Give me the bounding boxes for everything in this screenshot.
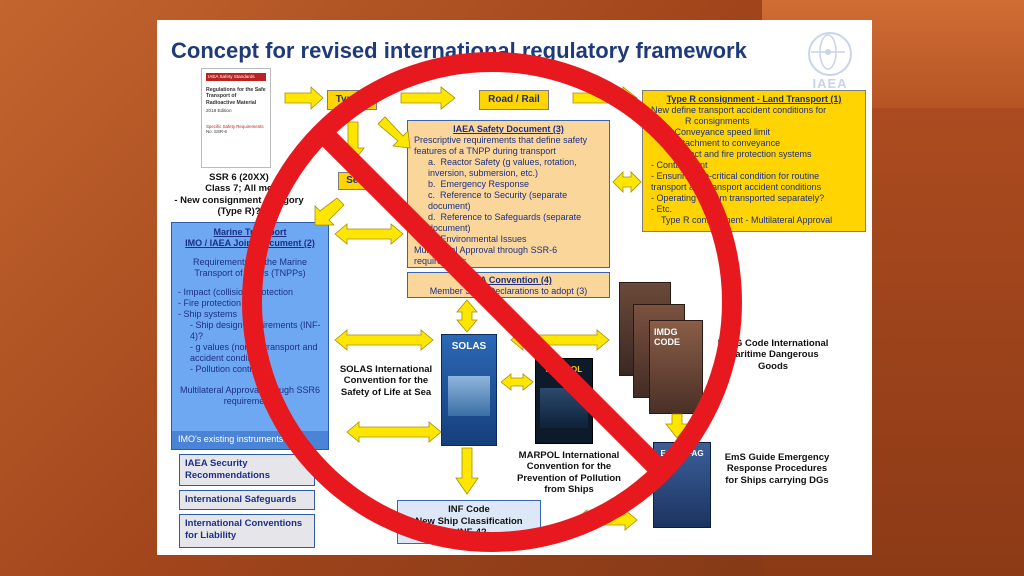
- marine-item-5: - g values (normal transport and acciden…: [190, 341, 318, 363]
- inf-code-line3: - INF-4?: [451, 527, 487, 539]
- marpol-book-cover: MARPOL: [535, 358, 593, 444]
- safety-doc-title: IAEA Safety Document (3): [453, 124, 564, 134]
- iaea-logo: IAEA: [805, 32, 855, 102]
- solas-book-cover: SOLAS: [441, 334, 497, 446]
- land-line-7: - Ensuring sub-critical condition for ro…: [651, 170, 822, 192]
- iaea-logo-text: IAEA: [812, 76, 848, 91]
- marine-title-1: Marine Transport: [213, 227, 287, 237]
- ssr6-cover-edition: 2018 Edition: [206, 108, 232, 114]
- ssr6-caption-line3: - New consignment category: [174, 194, 304, 206]
- marine-approval: Multilateral Approval through SSR6 requi…: [179, 384, 321, 406]
- marine-item-2: - Fire protection: [178, 297, 242, 308]
- inf-code-box: INF Code New Ship Classification - INF-4…: [397, 500, 541, 544]
- convention-sub: Member State Declarations to adopt (3): [429, 285, 588, 296]
- arrow-typer-to-roadrail: [400, 86, 456, 110]
- arrow-imdg-ems: [665, 413, 689, 439]
- ssr6-cover-header: IAEA Safety Standards: [206, 73, 266, 81]
- ssr6-cover-series: Specific Safety Requirements: [206, 123, 264, 129]
- convention-title: IAEA Convention (4): [465, 275, 552, 285]
- safety-doc-item-e: e. Environmental Issues: [428, 233, 527, 244]
- arrow-convention-solas: [456, 299, 478, 333]
- land-line-1: New define transport accident conditions…: [651, 104, 827, 115]
- land-line-10: Type R consignment - Multilateral Approv…: [661, 214, 833, 225]
- safety-document-box: IAEA Safety Document (3) Prescriptive re…: [407, 120, 610, 268]
- road-rail-label: Road / Rail: [479, 90, 549, 110]
- arrow-marine-safetydoc: [334, 223, 404, 245]
- ems-caption: EmS Guide Emergency Response Procedures …: [724, 452, 830, 486]
- ssr6-cover-image: IAEA Safety Standards Regulations for th…: [201, 68, 271, 168]
- ssr6-caption-line1: SSR 6 (20XX): [209, 172, 269, 183]
- solas-cover-title: SOLAS: [451, 341, 487, 352]
- ssr6-caption-line2: Class 7; All mo: [205, 183, 273, 195]
- land-line-9: - Etc.: [651, 203, 673, 214]
- inf-code-line1: INF Code: [448, 504, 490, 515]
- marpol-caption: MARPOL International Convention for the …: [517, 450, 621, 496]
- marine-requirements: Requirements for the Marine Transport of…: [192, 256, 308, 278]
- land-line-2: R consignments: [685, 115, 750, 126]
- land-line-4: - Attachment to conveyance: [669, 137, 781, 148]
- liability-conventions-box: International Conventions for Liability: [179, 514, 315, 548]
- security-recommendations-box: IAEA Security Recommendations: [179, 454, 315, 486]
- slide: Concept for revised international regula…: [157, 20, 872, 555]
- arrow-ssr-to-typer: [284, 86, 324, 110]
- ems-cover-title: EmS MFAG: [660, 449, 704, 458]
- imdg-cover-title: IMDG CODE: [654, 327, 681, 347]
- iaea-globe-icon: [808, 32, 852, 76]
- land-line-8: - Operating system transported separatel…: [651, 192, 825, 203]
- marine-item-3: - Ship systems: [178, 308, 238, 319]
- type-r-label: Type R: [327, 90, 377, 110]
- ssr6-cover-number: No. SSR-6: [206, 129, 227, 135]
- marine-title-2: IMO / IAEA Joint Document (2): [185, 237, 315, 248]
- safety-doc-item-a: a. Reactor Safety (g values, rotation, i…: [428, 156, 577, 178]
- marpol-cover-title: MARPOL: [545, 364, 583, 374]
- inf-code-line2: New Ship Classification: [415, 515, 523, 527]
- marine-item-6: - Pollution control: [190, 363, 260, 374]
- ssr6-caption: SSR 6 (20XX) Class 7; All mo - New consi…: [159, 172, 319, 218]
- arrow-typer-to-safetydoc: [377, 116, 411, 149]
- marine-item-4: - Ship design requirements (INF-4)?: [190, 319, 321, 341]
- international-safeguards-box: International Safeguards: [179, 490, 315, 510]
- safety-doc-item-c: c. Reference to Security (separate docum…: [428, 189, 568, 211]
- land-line-3: - Conveyance speed limit: [669, 126, 771, 137]
- safety-doc-approval: Multilateral Approval through SSR-6 requ…: [414, 244, 558, 266]
- land-line-6: - Containment: [651, 159, 708, 170]
- land-transport-box: Type R consignment - Land Transport (1) …: [642, 90, 866, 232]
- land-transport-title: Type R consignment - Land Transport (1): [666, 94, 842, 104]
- arrow-inf-ems: [574, 509, 638, 531]
- arrow-safetydoc-land: [612, 171, 642, 193]
- safety-doc-item-d: d. Reference to Safeguards (separate doc…: [428, 211, 582, 233]
- marine-item-1: - Impact (collision) protection: [178, 286, 294, 297]
- ems-book-cover: EmS MFAG: [653, 442, 711, 528]
- sea-label: Sea: [338, 172, 372, 190]
- arrow-marine-solas: [334, 329, 434, 351]
- slide-title: Concept for revised international regula…: [171, 38, 747, 63]
- arrow-sea-to-marine: [314, 197, 345, 226]
- arrow-typer-to-sea: [341, 121, 365, 163]
- imdg-book-cover-front: IMDG CODE: [649, 320, 703, 414]
- marine-footer: IMO's existing instruments: [172, 431, 328, 449]
- ssr6-caption-line4: (Type R)?: [217, 206, 261, 218]
- arrow-solas-imdg: [510, 329, 610, 351]
- arrow-marine-bottom: [346, 421, 442, 443]
- safety-doc-intro: Prescriptive requirements that define sa…: [414, 134, 588, 156]
- land-line-5: - Impact and fire protection systems: [669, 148, 812, 159]
- ssr6-cover-title: Regulations for the Safe Transport of Ra…: [206, 86, 266, 106]
- arrow-solas-down: [455, 447, 479, 495]
- marine-transport-box: Marine Transport IMO / IAEA Joint Docume…: [171, 222, 329, 450]
- solas-caption: SOLAS International Convention for the S…: [339, 364, 433, 398]
- imdg-caption: IMDG Code International Maritime Dangero…: [717, 338, 829, 372]
- iaea-convention-box: IAEA Convention (4) Member State Declara…: [407, 272, 610, 298]
- arrow-roadrail-to-land: [572, 86, 638, 110]
- safety-doc-item-b: b. Emergency Response: [428, 178, 530, 189]
- arrow-solas-marpol: [500, 373, 534, 391]
